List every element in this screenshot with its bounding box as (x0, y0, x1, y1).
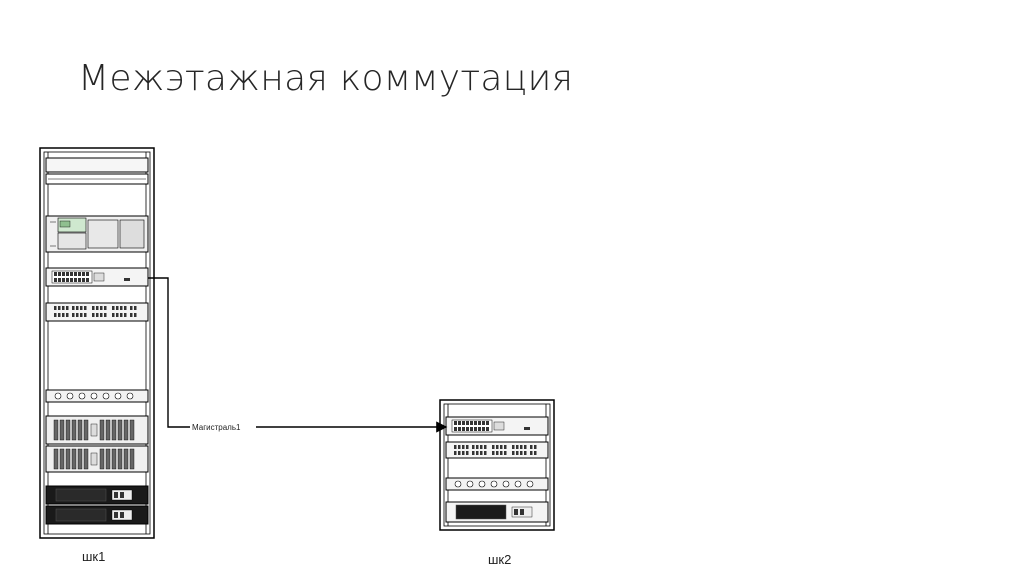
patch-panel-rack2 (445, 441, 549, 459)
link-label: Магистраль1 (192, 423, 241, 432)
switch-rack2 (445, 416, 549, 436)
ups-unit-2 (45, 505, 149, 525)
rack-label-shk1: шк1 (82, 549, 106, 564)
ups-unit-rack2 (445, 501, 549, 523)
ups-unit-1 (45, 485, 149, 505)
server-unit-1 (45, 415, 149, 445)
patch-panel-rack1 (45, 302, 149, 322)
switch-rack1 (45, 267, 149, 287)
backbone-link: Магистраль1 (148, 277, 448, 433)
cable-organizer-rack1 (45, 389, 149, 403)
rack-shk1[interactable] (39, 147, 155, 539)
rack-label-shk2: шк2 (488, 552, 512, 567)
slide-title: Межэтажная коммутация (78, 58, 574, 99)
cable-organizer-rack2 (445, 477, 549, 491)
rack-shk2[interactable] (439, 399, 555, 531)
server-unit-2 (45, 445, 149, 473)
power-unit (45, 215, 149, 253)
